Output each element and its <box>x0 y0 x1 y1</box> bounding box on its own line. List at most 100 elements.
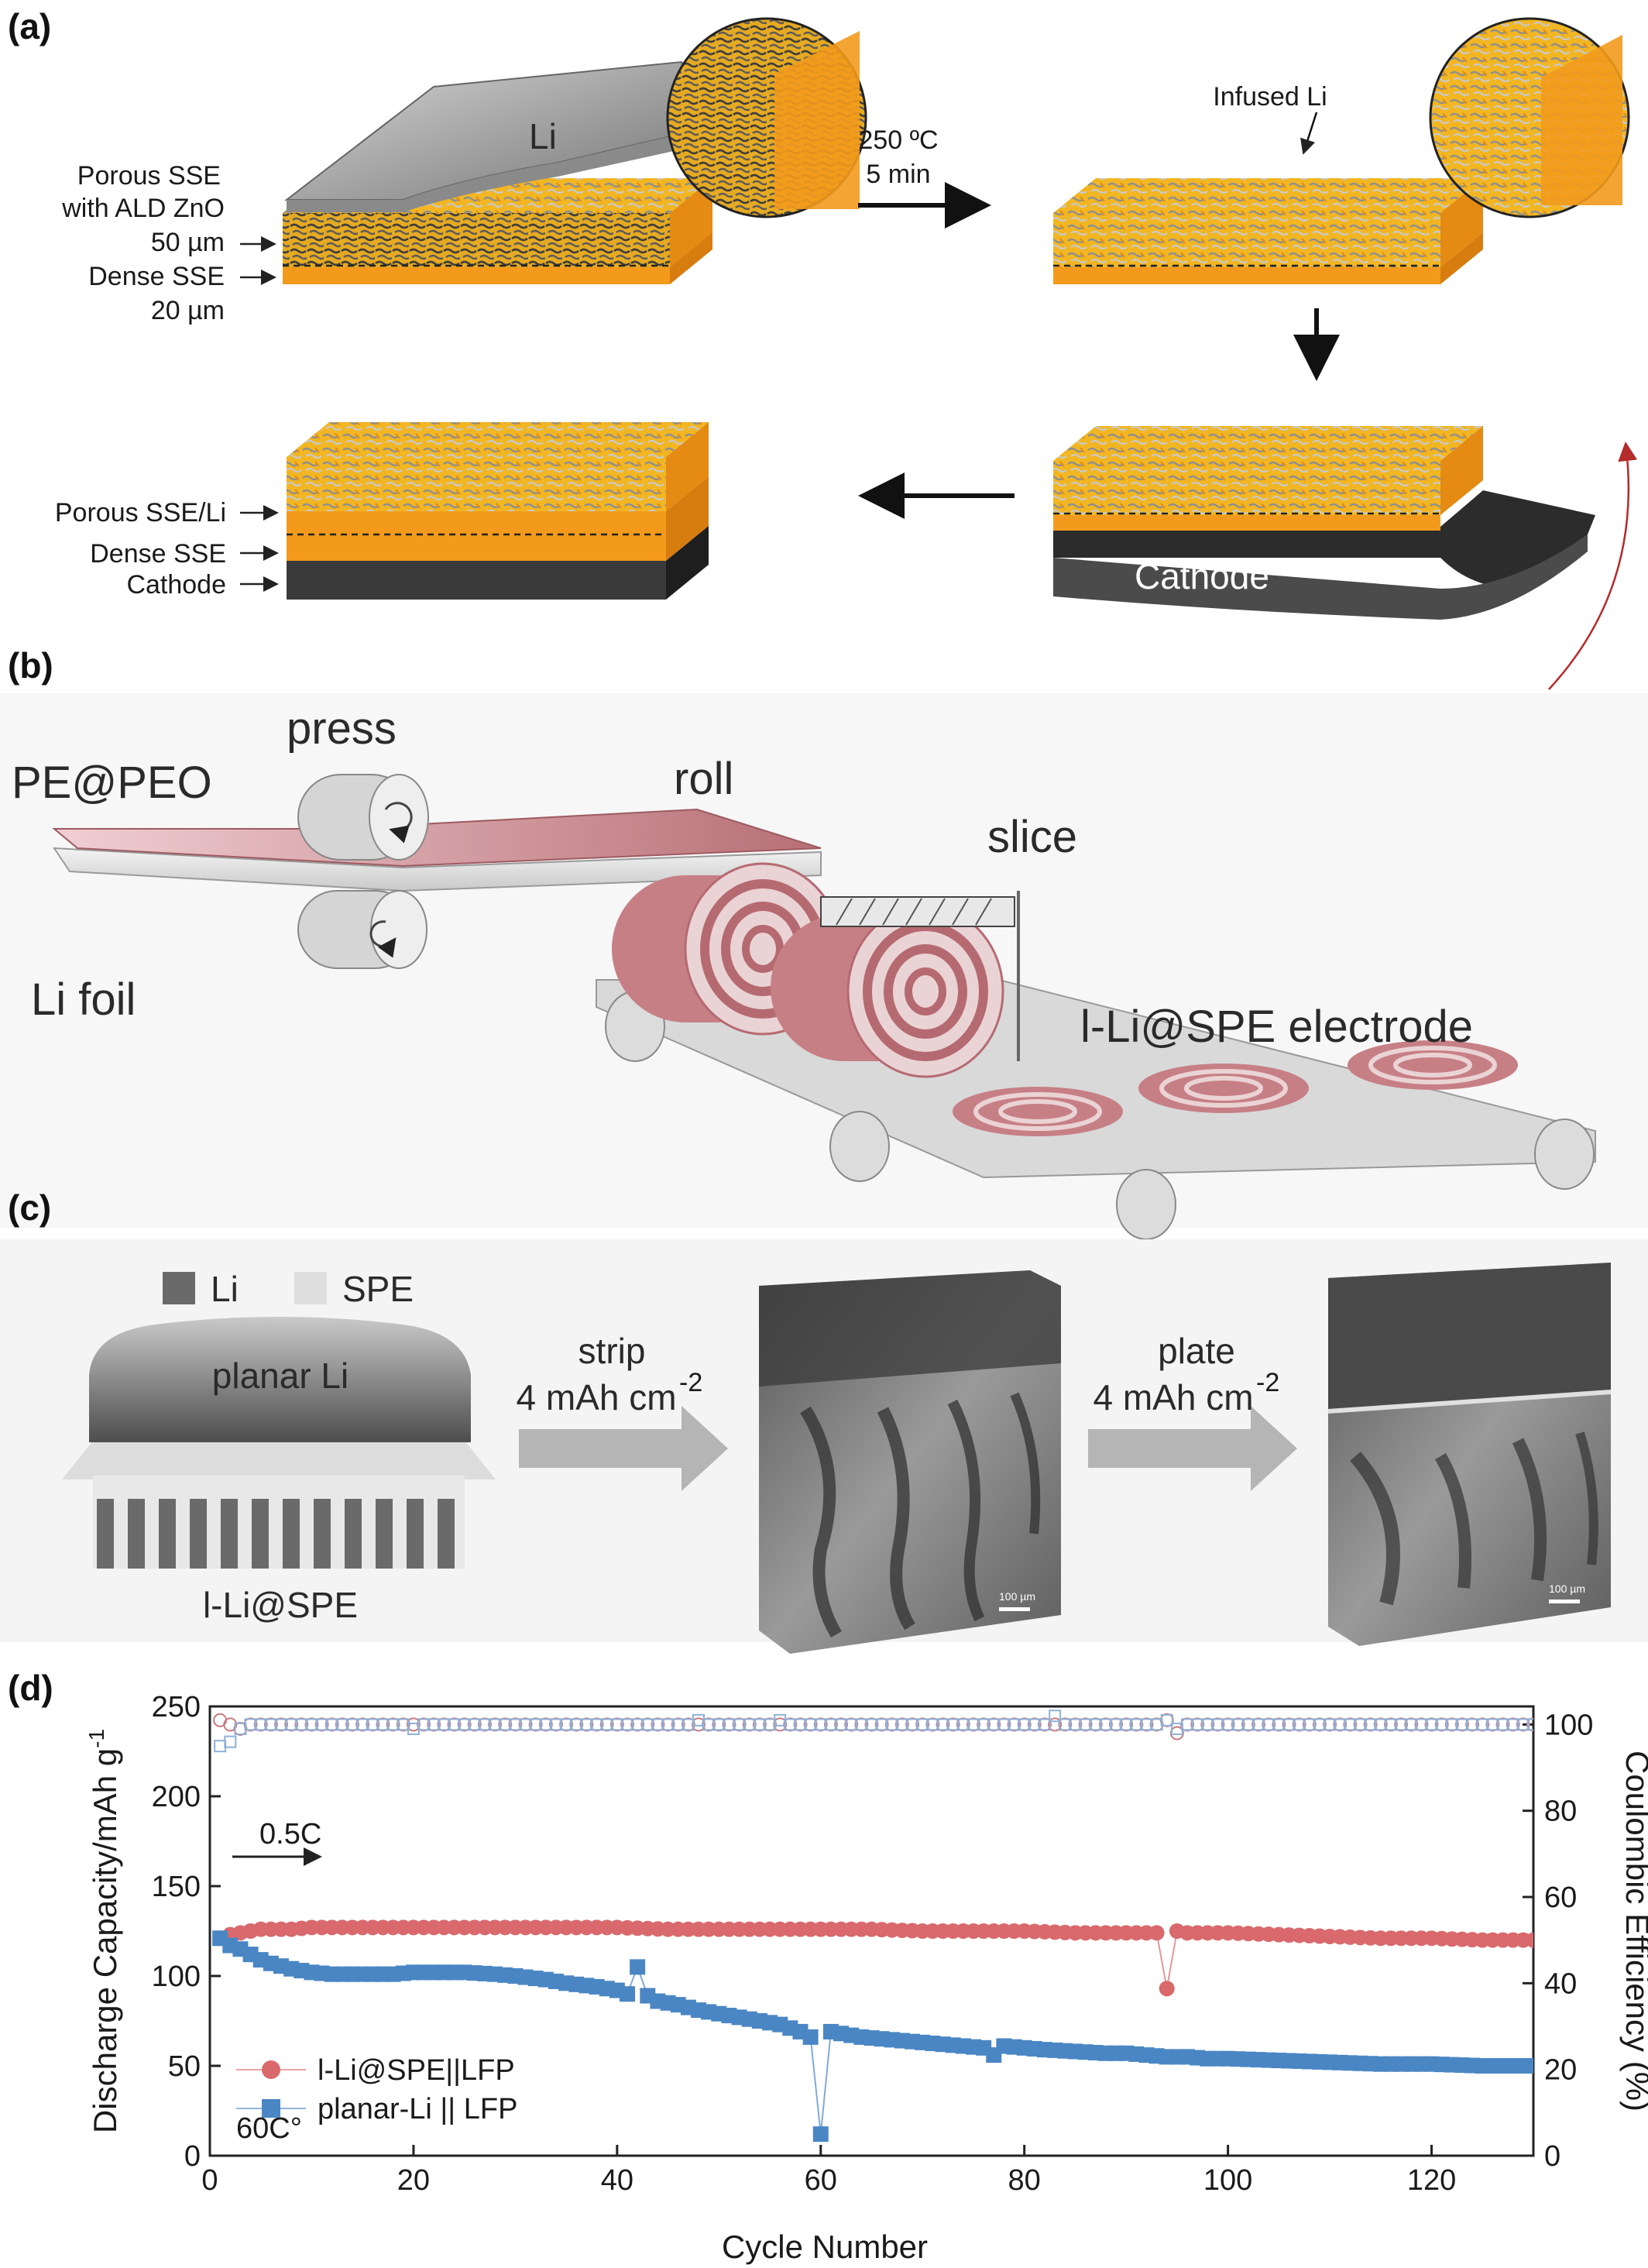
x-axis-title: Cycle Number <box>722 2228 928 2265</box>
label-press: press <box>287 703 397 754</box>
ce-point <box>1048 1717 1063 1732</box>
y-right-tick-label: 20 <box>1544 2054 1577 2087</box>
ce-point <box>1038 1718 1051 1731</box>
x-tick-label: 100 <box>1203 2164 1252 2197</box>
cathode-label-curved: Cathode <box>1135 556 1269 596</box>
label-roll: roll <box>674 754 733 804</box>
x-tick-label: 60 <box>805 2164 837 2197</box>
label-50um: 50 µm <box>151 228 225 257</box>
label-20um: 20 µm <box>151 296 225 325</box>
zoom-circle-1 <box>666 17 867 218</box>
y-left-tick-label: 150 <box>152 1871 201 1903</box>
block-final-cell: Porous SSE/Li Dense SSE Cathode <box>55 422 709 600</box>
slicer-blade <box>820 891 1020 1061</box>
x-tick-label: 120 <box>1407 2164 1456 2197</box>
y-left-tick-label: 0 <box>184 2140 201 2173</box>
arrow-flip-red <box>1548 442 1638 690</box>
plate-capacity: 4 mAh cm <box>1093 1377 1253 1418</box>
legend-marker-1 <box>262 2060 280 2079</box>
block-cathode-attach: Cathode <box>1053 426 1638 690</box>
y-right-tick-label: 0 <box>1544 2140 1560 2173</box>
label-slice: slice <box>987 812 1077 862</box>
press-rollers <box>297 774 429 969</box>
x-tick-label: 80 <box>1008 2164 1041 2197</box>
label-porous-sse: Porous SSE <box>77 161 221 191</box>
y-right-tick-label: 60 <box>1544 1881 1577 1914</box>
electrode-discs <box>953 1040 1518 1136</box>
label-l-li-spe: l-Li@SPE <box>203 1585 358 1625</box>
plate-label: plate <box>1158 1331 1235 1371</box>
legend-label-2: planar-Li || LFP <box>318 2093 517 2125</box>
strip-capacity: 4 mAh cm <box>516 1377 676 1418</box>
chart-legend: l-Li@SPE||LFP planar-Li || LFP <box>236 2054 517 2125</box>
label-cathode: Cathode <box>126 570 226 600</box>
spiral-roll-2 <box>771 905 1004 1078</box>
y-left-tick-label: 50 <box>168 2050 201 2083</box>
chart-marks <box>212 1710 1533 2143</box>
y-right-tick-label: 80 <box>1544 1796 1577 1828</box>
panel-d-label: (d) <box>8 1668 53 1708</box>
y-right-tick-label: 40 <box>1544 1967 1577 2000</box>
legend-spe-swatch <box>294 1272 327 1304</box>
li-foil-label: Li <box>529 116 557 156</box>
panel-c: (c) Li SPE <box>0 1187 1648 1654</box>
data-point <box>1526 2058 1533 2074</box>
x-tick-label: 0 <box>201 2164 218 2197</box>
y-axis-right-title: Coulombic Efficiency (%) <box>1619 1751 1648 2112</box>
y-left-tick-label: 200 <box>152 1781 201 1813</box>
panel-a: (a) Li Porous SSE with ALD ZnO 50 µm Den… <box>8 6 1638 690</box>
schematic-planar-li: planar Li l-Li@SPE <box>62 1317 496 1625</box>
label-electrode: l-Li@SPE electrode <box>1080 1002 1473 1052</box>
y-right-tick-label: 100 <box>1544 1709 1593 1741</box>
conveyor-rollers <box>605 991 1595 1240</box>
y-left-sup: -1 <box>84 1729 108 1748</box>
strip-label: strip <box>579 1331 646 1371</box>
process-temp: 250 ºC <box>858 125 938 155</box>
y-left-tick-label: 250 <box>152 1691 201 1723</box>
legend-spe-label: SPE <box>342 1269 414 1309</box>
ce-point <box>1049 1710 1062 1723</box>
annotation-rate: 0.5C <box>259 1818 321 1850</box>
sem-image-stripped: 100 µm <box>759 1270 1061 1654</box>
scalebar-2: 100 µm <box>1549 1582 1585 1595</box>
x-tick-label: 40 <box>601 2164 633 2197</box>
ce-point <box>224 1735 237 1748</box>
li-foil-sheet <box>53 847 822 892</box>
data-point <box>1526 1932 1533 1948</box>
panel-b: (b) <box>0 645 1648 1240</box>
infused-li-label: Infused Li <box>1213 82 1327 112</box>
legend-li-swatch <box>163 1272 195 1304</box>
label-pe-peo: PE@PEO <box>12 758 212 808</box>
panel-c-label: (c) <box>8 1187 51 1228</box>
sem-image-plated: 100 µm <box>1327 1263 1612 1646</box>
li-foil: Li <box>284 60 691 212</box>
data-point <box>1148 1925 1165 1941</box>
data-point <box>619 1986 635 2002</box>
data-point <box>812 2126 829 2143</box>
data-point <box>802 2029 819 2045</box>
label-porous-sse-li: Porous SSE/Li <box>55 498 226 527</box>
legend-label-1: l-Li@SPE||LFP <box>318 2054 515 2087</box>
legend-marker-2 <box>262 2099 280 2118</box>
label-planar-li: planar Li <box>212 1356 348 1396</box>
block-infused-li: Infused Li <box>1053 17 1630 284</box>
svg-text:Discharge Capacity/mAh g-1: Discharge Capacity/mAh g-1 <box>84 1729 123 2133</box>
ce-point <box>1160 1713 1173 1727</box>
arrow-strip: strip 4 mAh cm -2 <box>516 1331 728 1491</box>
process-time: 5 min <box>866 160 930 189</box>
label-dense-sse: Dense SSE <box>88 262 225 291</box>
process-arrow-heat: 250 ºC 5 min <box>858 125 991 229</box>
strip-superscript: -2 <box>679 1368 702 1397</box>
y-axis-left-title: Discharge Capacity/mAh g-1 <box>84 1729 123 2133</box>
ce-point <box>1527 1718 1533 1731</box>
plate-superscript: -2 <box>1256 1368 1279 1397</box>
left-layer-labels: Porous SSE with ALD ZnO 50 µm Dense SSE … <box>61 161 276 325</box>
legend-li-label: Li <box>211 1269 239 1309</box>
label-dense-sse-2: Dense SSE <box>90 539 226 569</box>
scalebar-1: 100 µm <box>999 1590 1035 1603</box>
y-right-label: Coulombic Efficiency (%) <box>1619 1751 1648 2112</box>
